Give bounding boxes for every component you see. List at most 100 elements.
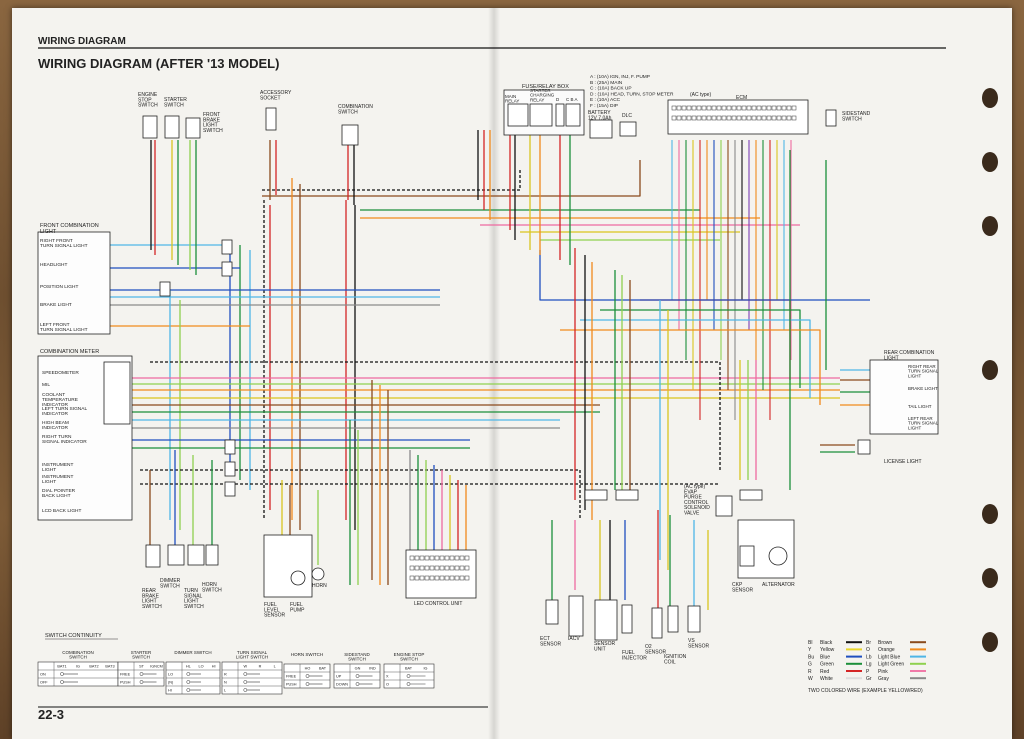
ecm-pin [701, 115, 707, 121]
legend-note: TWO COLORED WIRE (EXAMPLE YELLOW/RED) [808, 688, 923, 694]
ecm-pin [671, 115, 677, 121]
table-row-label: PUSH [286, 683, 297, 687]
harness-connector [221, 239, 233, 255]
legend-name: Yellow [820, 647, 835, 653]
continuity-dot [355, 682, 360, 686]
ecm-pin [706, 115, 712, 121]
legend-name: Blue [820, 654, 830, 660]
fuel-injector [621, 604, 633, 634]
binder-hole-icon [982, 88, 998, 108]
legend-code: Br [866, 640, 871, 646]
ecm-pin [686, 105, 692, 111]
ecm-pin [701, 105, 707, 111]
wire-layer [110, 130, 870, 615]
led-pin [454, 575, 460, 581]
ckp-sensor [739, 545, 755, 567]
ecm-pin [756, 115, 762, 121]
led-pin [424, 555, 430, 561]
continuity-dot [139, 680, 144, 684]
led-pin [414, 565, 420, 571]
dlc [619, 121, 637, 137]
led-pin [429, 565, 435, 571]
table-row-label: FREE [120, 673, 131, 677]
table-row-label: UP [336, 675, 342, 679]
led-pin [449, 575, 455, 581]
fuse-legend-item: A : (10A) IGN, INJ, F. PUMP [590, 74, 650, 80]
fuel-pump-icon [290, 570, 306, 586]
ect-sensor [545, 599, 559, 625]
iacv [568, 595, 584, 637]
ecm-pin [696, 115, 702, 121]
table-row-label: R [224, 673, 227, 677]
switch-continuity-title: SWITCH CONTINUITY [45, 633, 102, 639]
rear-combination-item: TAIL LIGHT [908, 404, 932, 409]
table-col-header: HO [305, 667, 311, 671]
continuity-dot [186, 672, 191, 676]
iacv-label: IACV [568, 636, 580, 642]
led-pin [414, 555, 420, 561]
combination-meter-title: COMBINATION METER [40, 349, 99, 355]
led-pin [444, 565, 450, 571]
table-row-label: FREE [286, 675, 297, 679]
fuse-d [555, 103, 565, 127]
continuity-dot [406, 674, 411, 678]
harness-connector [224, 461, 236, 477]
engine-stop-switch [142, 115, 158, 139]
wire [150, 361, 721, 470]
fuse-box-label: FUSE/RELAY BOX [522, 84, 569, 90]
led-pin [459, 575, 465, 581]
ecm-pin [746, 105, 752, 111]
led-pin [434, 555, 440, 561]
led-pin [409, 575, 415, 581]
legend-name: Orange [878, 647, 895, 653]
ecm-label: ECM [736, 95, 747, 101]
ecm-pin [726, 115, 732, 121]
ecm-pin [761, 105, 767, 111]
ecm-pin [756, 105, 762, 111]
sidestand-switch [825, 109, 837, 127]
led-pin [464, 555, 470, 561]
binder-hole-icon [982, 632, 998, 652]
ecm-pin [781, 115, 787, 121]
wire [539, 250, 870, 301]
led-unit-label: LED CONTROL UNIT [414, 601, 462, 607]
continuity-dot [60, 680, 64, 684]
continuity-dot [243, 680, 248, 684]
ecm-pin [691, 115, 697, 121]
binder-hole-icon [982, 360, 998, 380]
led-pin [424, 565, 430, 571]
table-col-header: BAT [319, 667, 327, 671]
license-light-label: LICENSE LIGHT [884, 459, 922, 465]
continuity-dot [406, 682, 411, 686]
front-combination-light-panel [37, 231, 111, 335]
continuity-dot [60, 672, 64, 676]
table-col-header: L [274, 665, 276, 669]
legend-name: Green [820, 662, 834, 668]
ecm-pin [726, 105, 732, 111]
combination-meter-item: SPEEDOMETER [42, 370, 79, 376]
ecm-pin [711, 115, 717, 121]
table-row-label: O [386, 683, 389, 687]
vs-sensor [687, 605, 701, 633]
ecm-pin [731, 105, 737, 111]
page-fold [488, 8, 500, 739]
fuse-legend-item: B : (25A) MAIN [590, 80, 623, 86]
led-pin [429, 555, 435, 561]
ecm-pin [686, 115, 692, 121]
